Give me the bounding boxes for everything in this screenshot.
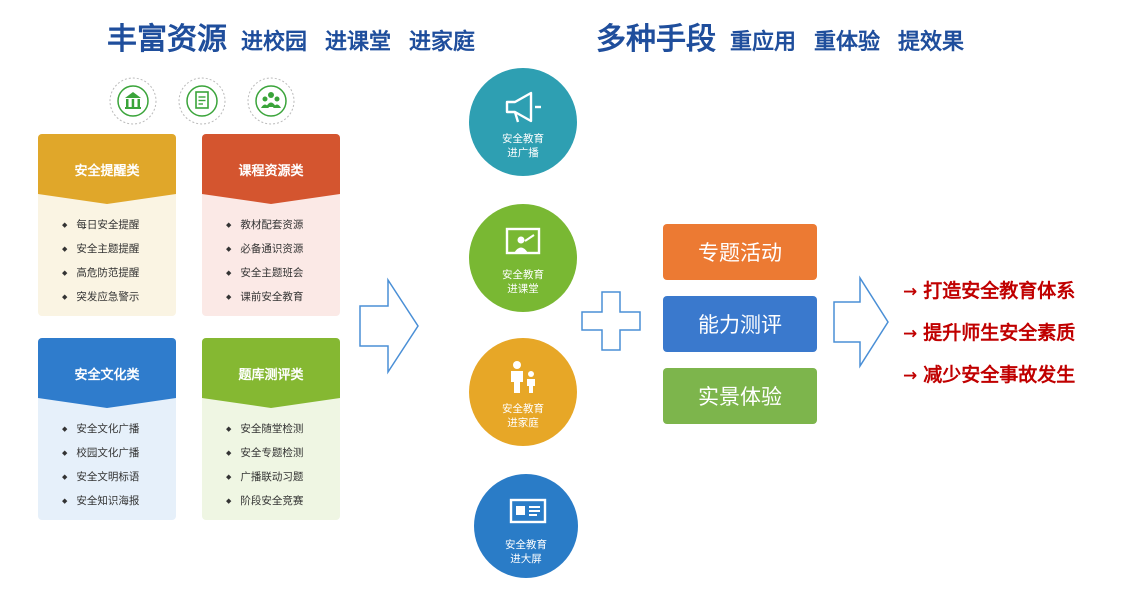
document-icon (177, 76, 227, 126)
channel-family: 安全教育 进家庭 (469, 338, 577, 446)
plus-icon (581, 291, 641, 351)
channel-label-line2: 进大屏 (510, 553, 542, 565)
card-item: 教材配套资源 (226, 214, 340, 238)
result-item: →打造安全教育体系 (903, 276, 1075, 303)
left-heading-sub-1: 进校园 (241, 30, 308, 55)
result-arrow-icon: → (903, 324, 918, 344)
activity-real-scene: 实景体验 (663, 368, 817, 424)
card-item: 安全文明标语 (62, 466, 176, 490)
card-item: 阶段安全竞赛 (226, 490, 340, 514)
result-item: →减少安全事故发生 (903, 360, 1075, 387)
card-item: 课前安全教育 (226, 286, 340, 310)
activity-ability-test: 能力测评 (663, 296, 817, 352)
right-heading-main: 多种手段 (596, 22, 716, 57)
card-title: 题库测评类 (238, 368, 304, 383)
card-title: 安全文化类 (74, 368, 140, 383)
channel-label-line1: 安全教育 (502, 133, 544, 145)
result-arrow-icon: → (903, 366, 918, 386)
card-safety-culture: 安全文化类 安全文化广播 校园文化广播 安全文明标语 安全知识海报 (38, 338, 176, 520)
card-header: 安全提醒类 (38, 134, 176, 204)
channel-label-line1: 安全教育 (502, 403, 544, 415)
card-safety-reminder: 安全提醒类 每日安全提醒 安全主题提醒 高危防范提醒 突发应急警示 (38, 134, 176, 316)
left-heading: 丰富资源 进校园 进课堂 进家庭 (107, 14, 475, 58)
channel-label: 安全教育 进课堂 (469, 268, 577, 296)
card-header: 安全文化类 (38, 338, 176, 408)
channel-label: 安全教育 进家庭 (469, 402, 577, 430)
channel-big-screen: 安全教育 进大屏 (474, 474, 578, 578)
channel-label-line2: 进课堂 (507, 283, 539, 295)
result-item: →提升师生安全素质 (903, 318, 1075, 345)
channel-broadcast: 安全教育 进广播 (469, 68, 577, 176)
result-arrow-icon: → (903, 282, 918, 302)
card-header: 课程资源类 (202, 134, 340, 204)
activity-special-topic: 专题活动 (663, 224, 817, 280)
card-item: 安全主题班会 (226, 262, 340, 286)
card-item: 安全随堂检测 (226, 418, 340, 442)
classroom-board-icon (505, 227, 541, 255)
megaphone-icon (505, 91, 541, 123)
card-item: 校园文化广播 (62, 442, 176, 466)
right-heading-sub-1: 重应用 (730, 30, 797, 55)
channel-label-line1: 安全教育 (505, 539, 547, 551)
flow-arrow-icon (359, 277, 419, 375)
right-heading-sub-2: 重体验 (814, 30, 881, 55)
card-question-bank: 题库测评类 安全随堂检测 安全专题检测 广播联动习题 阶段安全竞赛 (202, 338, 340, 520)
bank-icon (108, 76, 158, 126)
card-item: 安全知识海报 (62, 490, 176, 514)
card-items: 每日安全提醒 安全主题提醒 高危防范提醒 突发应急警示 (38, 204, 176, 310)
channel-label: 安全教育 进大屏 (474, 538, 578, 566)
result-text: 减少安全事故发生 (923, 364, 1076, 386)
card-item: 高危防范提醒 (62, 262, 176, 286)
team-icon (246, 76, 296, 126)
card-course-resources: 课程资源类 教材配套资源 必备通识资源 安全主题班会 课前安全教育 (202, 134, 340, 316)
channel-label: 安全教育 进广播 (469, 132, 577, 160)
channel-label-line2: 进家庭 (507, 417, 539, 429)
card-items: 安全随堂检测 安全专题检测 广播联动习题 阶段安全竞赛 (202, 408, 340, 514)
result-text: 提升师生安全素质 (923, 322, 1076, 344)
channel-classroom: 安全教育 进课堂 (469, 204, 577, 312)
card-item: 安全主题提醒 (62, 238, 176, 262)
card-item: 安全文化广播 (62, 418, 176, 442)
card-item: 安全专题检测 (226, 442, 340, 466)
card-title: 安全提醒类 (74, 164, 140, 179)
card-item: 必备通识资源 (226, 238, 340, 262)
card-item: 广播联动习题 (226, 466, 340, 490)
right-heading: 多种手段 重应用 重体验 提效果 (596, 14, 964, 58)
right-heading-sub-3: 提效果 (898, 30, 965, 55)
left-heading-main: 丰富资源 (107, 22, 227, 57)
channel-label-line1: 安全教育 (502, 269, 544, 281)
card-title: 课程资源类 (238, 164, 304, 179)
card-items: 安全文化广播 校园文化广播 安全文明标语 安全知识海报 (38, 408, 176, 514)
left-heading-sub-2: 进课堂 (325, 30, 392, 55)
left-heading-sub-3: 进家庭 (409, 30, 476, 55)
result-text: 打造安全教育体系 (923, 280, 1076, 302)
channel-label-line2: 进广播 (507, 147, 539, 159)
screen-icon (509, 498, 547, 524)
card-item: 突发应急警示 (62, 286, 176, 310)
card-header: 题库测评类 (202, 338, 340, 408)
flow-arrow-icon (833, 275, 889, 369)
family-icon (511, 361, 535, 393)
card-item: 每日安全提醒 (62, 214, 176, 238)
card-items: 教材配套资源 必备通识资源 安全主题班会 课前安全教育 (202, 204, 340, 310)
